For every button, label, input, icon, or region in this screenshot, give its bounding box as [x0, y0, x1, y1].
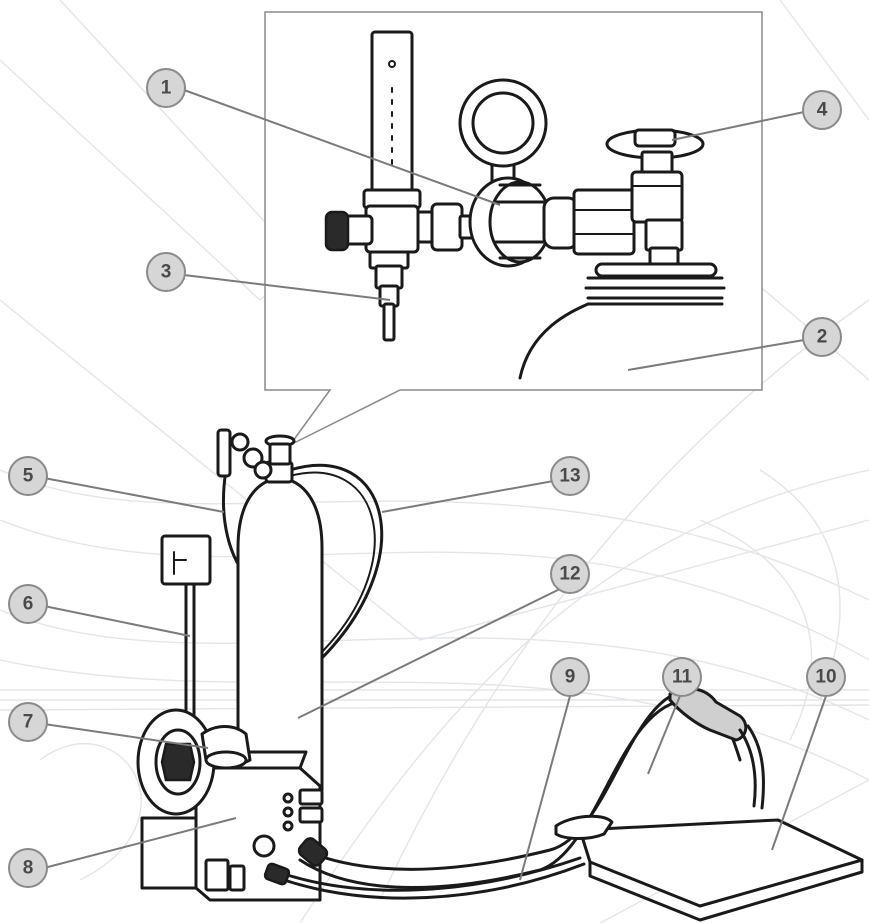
- callout-10-label: 10: [815, 667, 836, 688]
- callout-8: 8: [8, 848, 48, 888]
- callout-4-label: 4: [817, 100, 828, 121]
- flowmeter: [324, 30, 422, 342]
- callout-12: 12: [550, 554, 590, 594]
- control-box: [160, 534, 212, 722]
- callout-13: 13: [550, 456, 590, 496]
- callout-7: 7: [8, 702, 48, 742]
- callout-3: 3: [146, 252, 186, 292]
- callout-2: 2: [802, 317, 842, 357]
- callout-6: 6: [8, 584, 48, 624]
- callout-10: 10: [806, 657, 846, 697]
- callout-5-label: 5: [23, 466, 34, 487]
- detail-inset: [264, 11, 763, 446]
- cylinder-shoulder: [518, 302, 724, 380]
- ground-cable: [276, 856, 582, 892]
- workpiece: [554, 814, 864, 922]
- callout-7-label: 7: [23, 712, 34, 733]
- callout-5: 5: [8, 456, 48, 496]
- callout-8-label: 8: [23, 858, 34, 879]
- gas-hose: [288, 463, 383, 662]
- welding-torch: [668, 686, 765, 810]
- welding-machine: [136, 708, 324, 902]
- callout-3-label: 3: [161, 262, 172, 283]
- callout-2-label: 2: [817, 327, 828, 348]
- gas-cylinder: [216, 428, 324, 792]
- callout-11: 11: [662, 657, 702, 697]
- callout-9: 9: [550, 657, 590, 697]
- callout-9-label: 9: [565, 667, 576, 688]
- cylinder-valve: [584, 128, 726, 300]
- callout-12-label: 12: [559, 564, 580, 585]
- callout-1-label: 1: [161, 78, 172, 99]
- callout-13-label: 13: [559, 466, 580, 487]
- callout-11-label: 11: [672, 667, 693, 688]
- callout-1: 1: [146, 68, 186, 108]
- regulator: [416, 78, 636, 268]
- callout-6-label: 6: [23, 594, 34, 615]
- callout-4: 4: [802, 90, 842, 130]
- leader-lines: [43, 89, 827, 881]
